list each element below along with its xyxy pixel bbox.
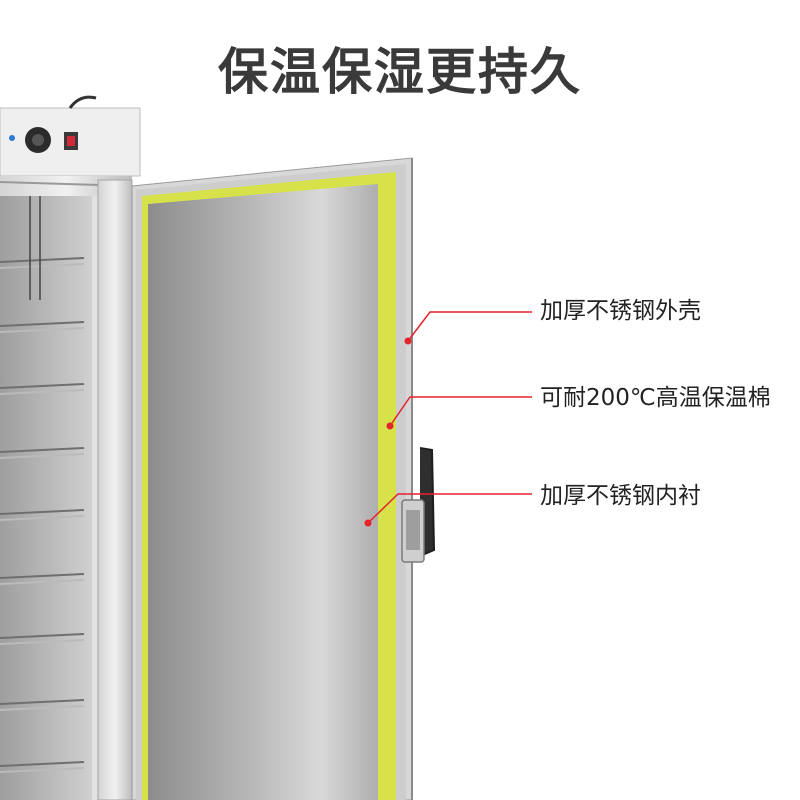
callout-shell-label: 加厚不锈钢外壳 xyxy=(540,298,701,324)
callout-liner-label: 加厚不锈钢内衬 xyxy=(540,483,701,509)
dot-insulation xyxy=(386,422,394,430)
indicator-light-icon xyxy=(9,135,15,141)
leader-shell xyxy=(407,311,532,342)
headline: 保温保湿更持久 xyxy=(218,43,582,101)
control-panel xyxy=(0,95,141,177)
shelf-racks xyxy=(0,196,85,773)
callout-leaders xyxy=(367,311,532,524)
hinge-frame xyxy=(97,179,133,800)
open-door xyxy=(131,157,413,800)
dot-liner xyxy=(364,519,372,527)
leader-liner xyxy=(367,493,532,524)
callout-insulation-label: 可耐200℃高温保温棉 xyxy=(540,385,771,411)
door-liner xyxy=(148,184,378,800)
dot-shell xyxy=(404,337,412,345)
door-handle xyxy=(401,447,436,563)
leader-insulation xyxy=(389,396,532,427)
